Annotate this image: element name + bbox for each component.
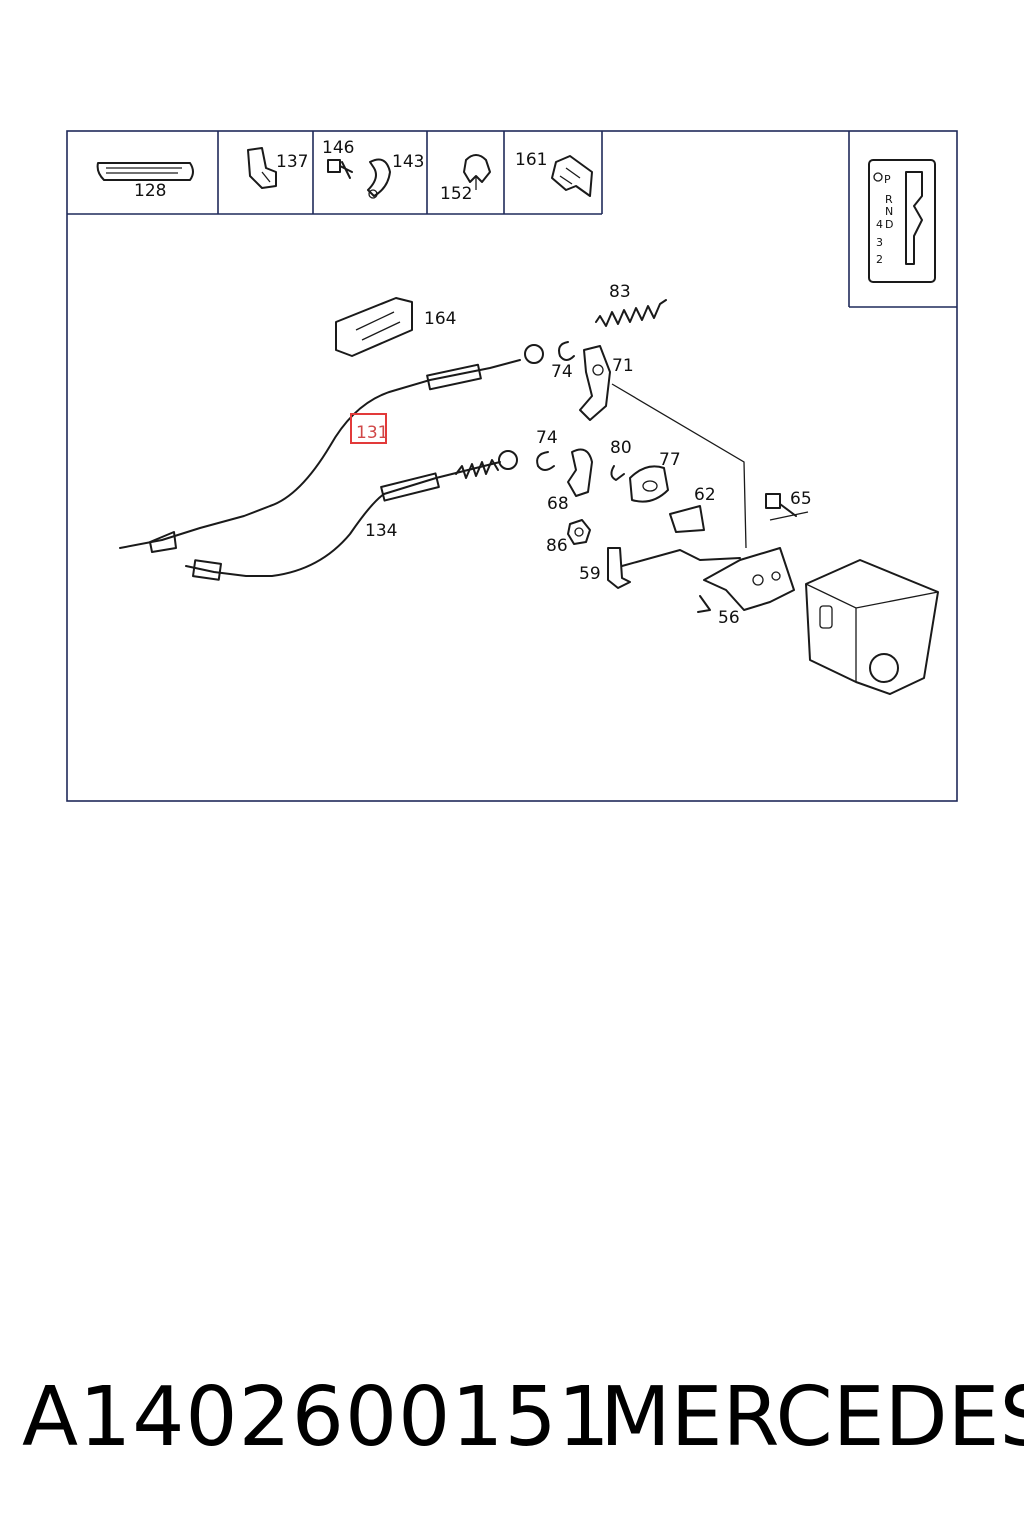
- callout-71: 71: [612, 356, 634, 376]
- gear-indicator-icon: [868, 159, 936, 283]
- diagram-frame: [66, 130, 958, 802]
- callout-134: 134: [365, 521, 397, 541]
- parts-diagram: 128 137 146 143 152 161 P R N 4 D 3 2: [66, 130, 958, 802]
- header-part-143: 143: [392, 152, 424, 172]
- part-number: A1402600151: [22, 1370, 611, 1465]
- callout-83: 83: [609, 282, 631, 302]
- brand-name: MERCEDES: [600, 1370, 1024, 1465]
- gear-N: N: [885, 205, 893, 218]
- gear-D: D: [885, 218, 893, 231]
- header-part-137: 137: [276, 152, 308, 172]
- gear-P: P: [884, 173, 891, 186]
- callout-62: 62: [694, 485, 716, 505]
- cam-icon: [567, 448, 593, 497]
- header-part-161: 161: [515, 150, 547, 170]
- footer: A1402600151 MERCEDES: [0, 1370, 1024, 1480]
- callout-74-lower: 74: [536, 428, 558, 448]
- support-bracket-icon: [607, 547, 741, 589]
- clip-icon: [247, 147, 277, 189]
- cable-clamp-icon: [367, 158, 391, 199]
- spring-clip-icon: [610, 465, 625, 481]
- gear-2: 2: [876, 253, 883, 266]
- mounting-plate-icon: [669, 505, 705, 533]
- guide-disc-icon: [629, 465, 669, 503]
- shifter-housing-icon: [805, 559, 939, 695]
- selector-cable-131: [119, 344, 544, 553]
- header-cells: [67, 131, 957, 308]
- callout-74-upper: 74: [551, 362, 573, 382]
- callout-68: 68: [547, 494, 569, 514]
- callout-56: 56: [718, 608, 740, 628]
- shift-bracket-assembly-icon: [697, 511, 809, 613]
- trim-strip-icon: [96, 162, 194, 181]
- highlight-box-131: [350, 413, 387, 444]
- spring-icon: [595, 299, 667, 327]
- callout-164: 164: [424, 309, 456, 329]
- header-part-146: 146: [322, 138, 354, 158]
- header-part-152: 152: [440, 184, 472, 204]
- callout-65: 65: [790, 489, 812, 509]
- nut-icon: [567, 519, 591, 545]
- lever-icon: [579, 345, 611, 421]
- gear-3: 3: [876, 236, 883, 249]
- gear-R: R: [885, 193, 893, 206]
- cover-icon: [335, 297, 413, 357]
- bracket-icon: [551, 155, 593, 197]
- retaining-clip-lower-icon: [536, 451, 555, 471]
- leader-71: [611, 383, 747, 549]
- header-part-128: 128: [134, 181, 166, 201]
- callout-59: 59: [579, 564, 601, 584]
- callout-80: 80: [610, 438, 632, 458]
- callout-77: 77: [659, 450, 681, 470]
- retaining-clip-upper-icon: [558, 341, 575, 361]
- callout-131: 131: [356, 423, 388, 443]
- gear-4: 4: [876, 218, 883, 231]
- cable-holder-icon: [463, 154, 491, 190]
- control-cable-134: [185, 450, 518, 581]
- bolt-icon: [765, 493, 797, 517]
- callout-86: 86: [546, 536, 568, 556]
- screw-icon: [327, 159, 353, 179]
